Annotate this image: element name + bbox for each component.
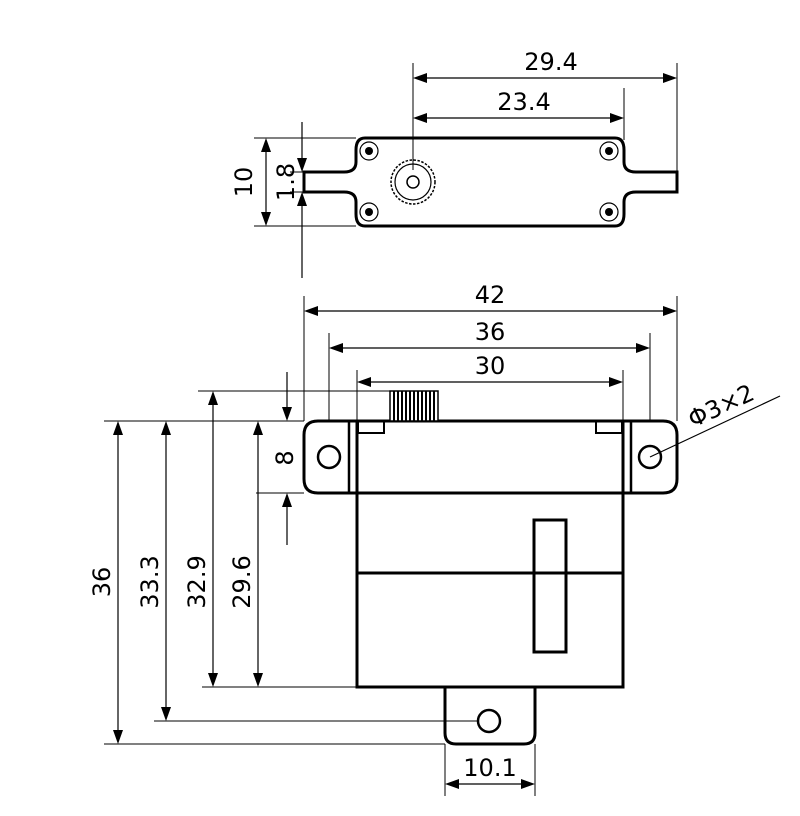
dim-29-4-label: 29.4 — [524, 48, 577, 76]
dim-1-8: 1.8 — [272, 122, 307, 278]
dim-hole-callout: Φ3×2 — [649, 379, 781, 458]
front-flange — [302, 419, 679, 495]
flange-hole-left — [316, 444, 342, 470]
dim-29-4: 29.4 — [413, 48, 677, 83]
dim-33-3: 33.3 — [136, 421, 171, 721]
dim-33-3-label: 33.3 — [136, 555, 164, 608]
top-view: 29.4 23.4 10 1.8 — [230, 48, 679, 278]
dim-23-4: 23.4 — [413, 88, 624, 123]
dim-36-height-label: 36 — [88, 567, 116, 598]
dim-30: 30 — [357, 352, 623, 387]
dim-8: 8 — [271, 372, 299, 545]
cable-exit — [532, 518, 568, 654]
bottom-mount-tab — [443, 687, 537, 746]
bottom-tab-hole — [476, 708, 502, 734]
hole-callout-label: Φ3×2 — [684, 379, 759, 434]
dim-36-height: 36 — [88, 421, 123, 744]
dim-36-width-label: 36 — [475, 318, 506, 346]
dim-23-4-label: 23.4 — [497, 88, 550, 116]
top-view-holes — [359, 141, 619, 222]
front-view: 42 36 30 Φ3×2 — [88, 281, 781, 796]
dim-36-width: 36 — [329, 318, 650, 353]
dim-10-1-label: 10.1 — [463, 754, 516, 782]
dim-29-6-label: 29.6 — [228, 555, 256, 608]
servo-case — [355, 419, 625, 689]
dim-32-9-label: 32.9 — [183, 555, 211, 608]
dim-1-8-label: 1.8 — [272, 163, 300, 201]
dim-10: 10 — [230, 138, 271, 226]
dim-42: 42 — [304, 281, 677, 316]
dim-32-9: 32.9 — [183, 391, 218, 687]
dim-8-label: 8 — [271, 450, 299, 465]
top-view-outline — [302, 136, 679, 228]
output-spline-side — [389, 390, 439, 422]
dim-30-label: 30 — [475, 352, 506, 380]
dim-29-6: 29.6 — [228, 421, 263, 687]
dim-42-label: 42 — [475, 281, 506, 309]
dim-10-label: 10 — [230, 167, 258, 198]
flange-hole-right — [637, 444, 663, 470]
dim-10-1: 10.1 — [445, 754, 535, 789]
